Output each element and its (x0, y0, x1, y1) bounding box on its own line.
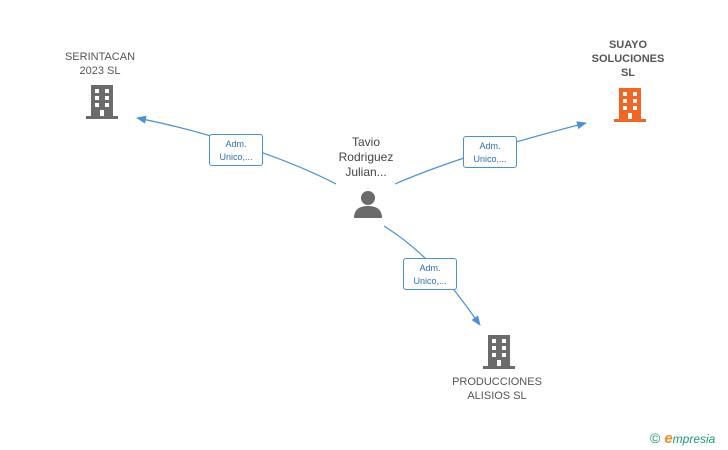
building-icon[interactable] (614, 88, 646, 122)
company-label-serintacan[interactable]: SERINTACAN 2023 SL (64, 51, 136, 77)
edge-label-serintacan[interactable]: Adm. Unico,... (209, 134, 263, 166)
copyright-symbol: © (650, 430, 661, 446)
building-icon[interactable] (483, 335, 515, 369)
brand-footer: ©empresia (650, 430, 715, 447)
role-line2: Unico,... (219, 152, 253, 162)
role-line2: Unico,... (413, 276, 447, 286)
company-label-suayo[interactable]: SUAYO SOLUCIONES SL (591, 39, 665, 79)
edge-label-suayo[interactable]: Adm. Unico,... (463, 136, 517, 168)
role-line1: Adm. (225, 139, 247, 149)
role-line1: Adm. (419, 263, 441, 273)
building-icon[interactable] (86, 85, 118, 119)
role-line1: Adm. (479, 141, 501, 151)
person-icon[interactable] (353, 190, 383, 218)
brand-initial: e (664, 430, 673, 447)
edge-label-producciones[interactable]: Adm. Unico,... (403, 258, 457, 290)
brand-name: mpresia (672, 432, 716, 446)
company-label-producciones[interactable]: PRODUCCIONES ALISIOS SL (452, 376, 542, 402)
role-line2: Unico,... (473, 154, 507, 164)
person-label[interactable]: Tavio Rodriguez Julian... (338, 135, 394, 179)
